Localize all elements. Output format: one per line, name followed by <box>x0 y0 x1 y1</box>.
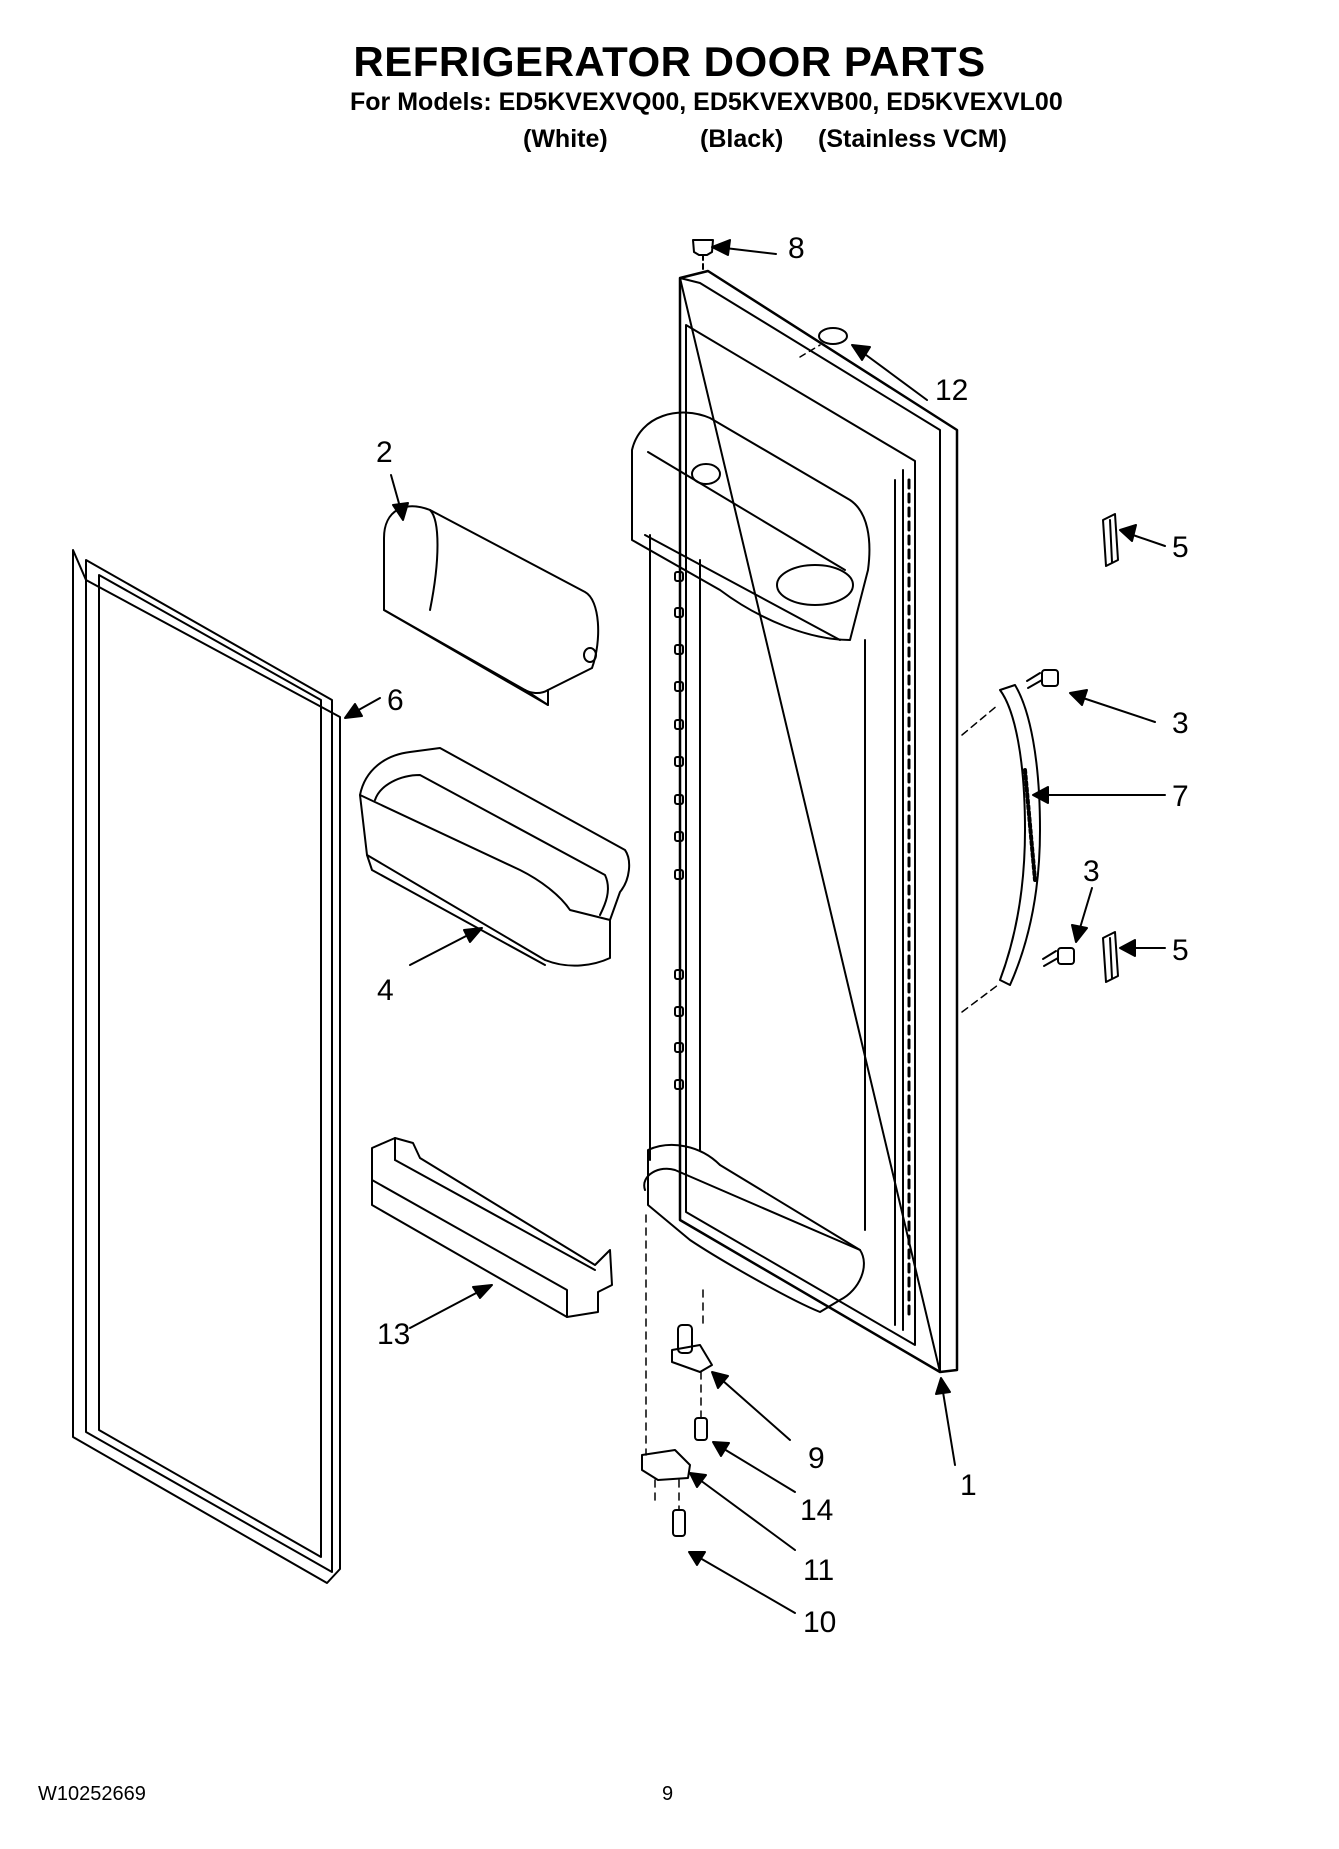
part-13-bottom-bin <box>371 1137 613 1318</box>
part-5-endcap-upper <box>1102 513 1119 567</box>
page-number: 9 <box>662 1783 674 1805</box>
callout-14: 14 <box>800 1494 833 1527</box>
part-4-door-bin <box>359 747 631 967</box>
part-10-screw <box>672 1509 686 1537</box>
part-5-endcap-lower <box>1102 931 1119 983</box>
part-14-screw <box>694 1417 708 1441</box>
callout-12: 12 <box>935 374 968 407</box>
color-label-black: (Black) <box>700 125 784 153</box>
callout-3-upper: 3 <box>1172 707 1189 740</box>
part-6-door-gasket <box>72 549 341 1584</box>
color-label-white: (White) <box>523 125 608 153</box>
callout-1: 1 <box>960 1469 977 1502</box>
color-label-stainless: (Stainless VCM) <box>818 125 1007 153</box>
part-7-handle <box>961 684 1041 1013</box>
callout-13: 13 <box>377 1318 410 1351</box>
part-2-dairy-door <box>383 505 600 706</box>
part-1-door-liner <box>631 269 959 1374</box>
callout-10: 10 <box>803 1606 836 1639</box>
part-3-screw-upper <box>1026 669 1059 689</box>
part-8-plug <box>692 239 714 273</box>
callout-8: 8 <box>788 232 805 265</box>
callout-7: 7 <box>1172 780 1189 813</box>
callout-5-upper: 5 <box>1172 531 1189 564</box>
callout-9: 9 <box>808 1442 825 1475</box>
document-id: W10252669 <box>38 1783 146 1805</box>
callout-3-lower: 3 <box>1083 855 1100 888</box>
part-11-hinge-bracket <box>641 1449 691 1481</box>
part-3-screw-lower <box>1042 947 1075 967</box>
callout-6: 6 <box>387 684 404 717</box>
assembly-lines <box>645 1214 704 1511</box>
models-line: For Models: ED5KVEXVQ00, ED5KVEXVB00, ED… <box>350 88 1063 116</box>
leader-arrows <box>344 239 1166 1614</box>
page-title: REFRIGERATOR DOOR PARTS <box>353 38 986 85</box>
part-9-hinge-pin <box>671 1324 713 1373</box>
part-12-hole-plug <box>799 327 848 358</box>
callout-4: 4 <box>377 974 394 1007</box>
callout-2: 2 <box>376 436 393 469</box>
callout-11: 11 <box>803 1554 834 1587</box>
callout-5-lower: 5 <box>1172 934 1189 967</box>
